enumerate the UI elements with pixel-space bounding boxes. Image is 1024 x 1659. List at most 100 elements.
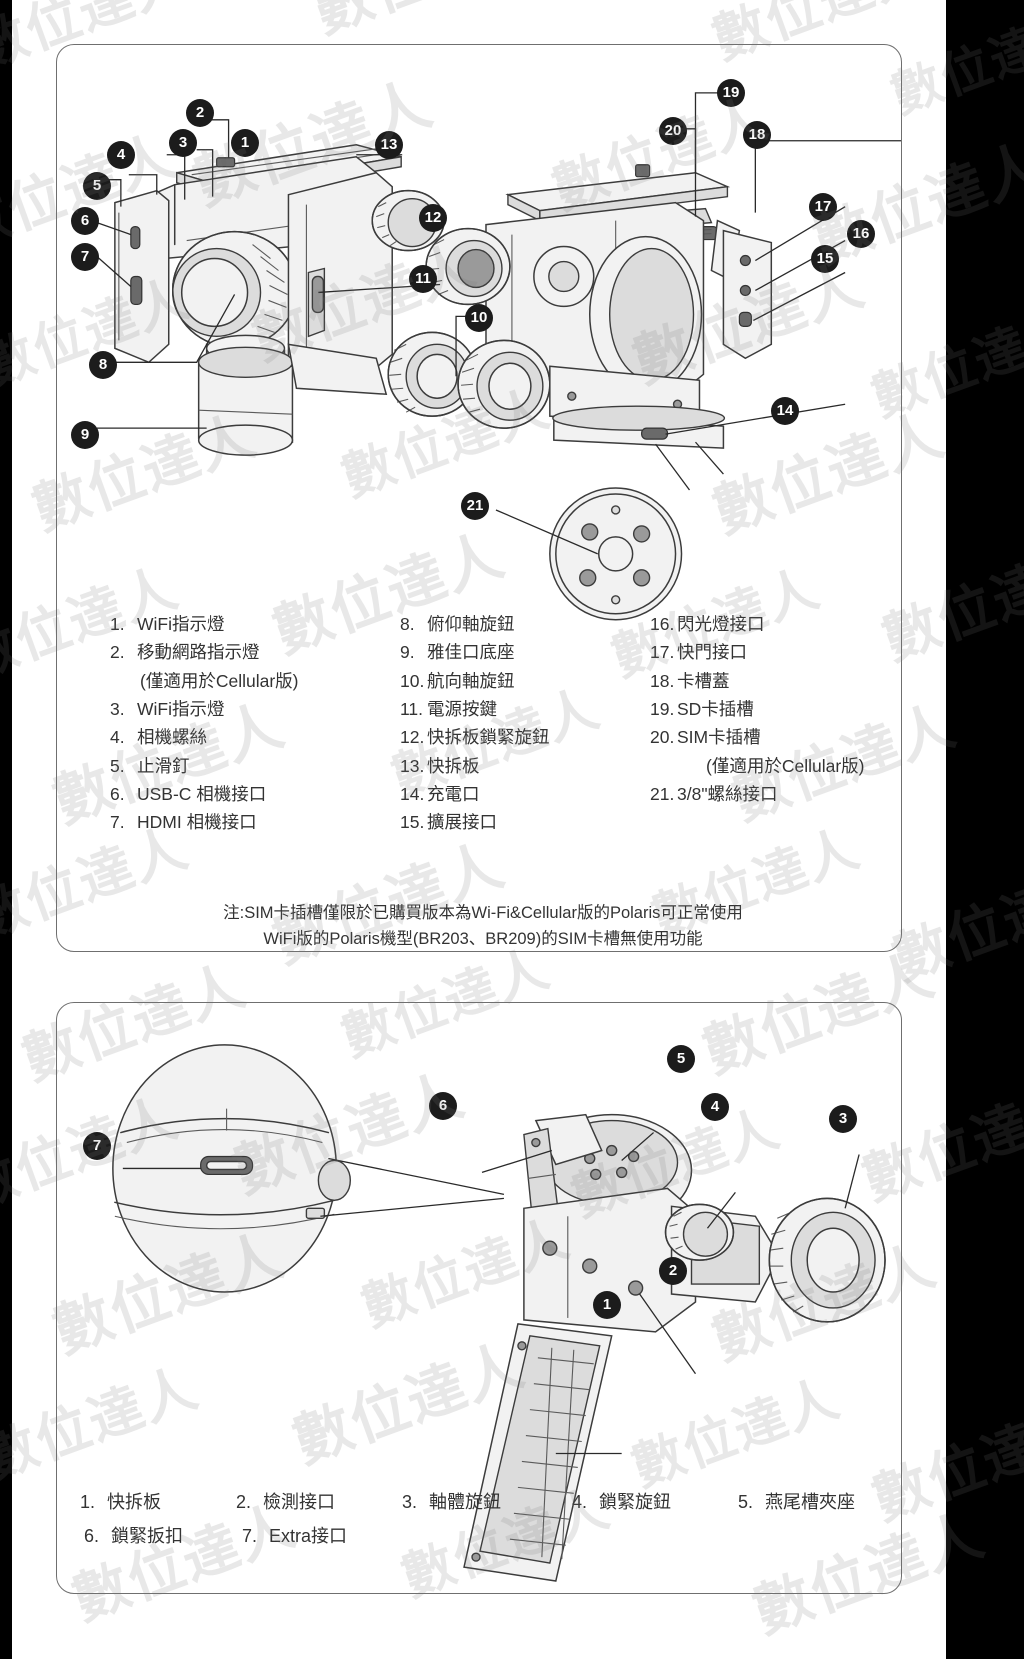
part-number: 17. — [650, 642, 675, 663]
callout-16: 16 — [848, 221, 874, 247]
part-number: 13. — [400, 755, 425, 776]
part-label: 擴展接口 — [427, 812, 497, 833]
screw-mount-detail — [549, 487, 683, 621]
part-number: 5. — [110, 755, 125, 776]
part-item: 9. 雅佳口底座 — [400, 638, 650, 666]
part-item: 2. 移動網路指示燈 — [110, 638, 400, 666]
part-item: 15. 擴展接口 — [400, 808, 650, 836]
part-item: 20. SIM卡插槽 — [650, 723, 870, 751]
part-number: 5. — [738, 1492, 754, 1512]
part-label: HDMI 相機接口 — [137, 812, 257, 833]
part-number: 7. — [110, 812, 125, 833]
part-label: 相機螺絲 — [137, 727, 207, 748]
callout-4: 4 — [108, 142, 134, 168]
part-number: 19. — [650, 699, 675, 720]
part-item: 4. 鎖緊旋鈕 — [572, 1485, 738, 1519]
callout-3: 3 — [170, 130, 196, 156]
part-item: 17. 快門接口 — [650, 638, 870, 666]
part-label: 燕尾槽夾座 — [765, 1492, 855, 1512]
sim-slot-note: 注:SIM卡插槽僅限於已購買版本為Wi-Fi&Cellular版的Polaris… — [88, 900, 878, 952]
callout-11: 11 — [410, 266, 436, 292]
part-label: Extra接口 — [269, 1526, 348, 1547]
part-item: 3.軸體旋鈕 — [402, 1485, 572, 1519]
part-label: 3/8"螺絲接口 — [677, 784, 778, 805]
part-item: 3. WiFi指示燈 — [110, 695, 400, 723]
part-label: WiFi指示燈 — [137, 699, 225, 720]
part-number: 2. — [236, 1492, 252, 1512]
part-item: 5. 燕尾槽夾座 — [738, 1485, 855, 1519]
part-label: SIM卡插槽 — [677, 727, 761, 748]
part-label: USB-C 相機接口 — [137, 784, 267, 805]
part-label: 檢測接口 — [263, 1492, 335, 1512]
part-label: 充電口 — [427, 784, 480, 805]
callout-5: 5 — [84, 173, 110, 199]
callout-19: 19 — [718, 80, 744, 106]
gimbal-left-view — [114, 144, 477, 456]
callout-14: 14 — [772, 398, 798, 424]
part-number: 6. — [110, 784, 125, 805]
parts-column-3: 16. 閃光燈接口 17. 快門接口 18. 卡槽蓋 19. SD卡插槽 20.… — [650, 610, 870, 837]
gimbal-overview-diagram — [57, 45, 901, 951]
callout-b-5: 5 — [668, 1046, 694, 1072]
part-label: SD卡插槽 — [677, 699, 754, 720]
callout-1: 1 — [232, 130, 258, 156]
callout-20: 20 — [660, 118, 686, 144]
part-number: 9. — [400, 642, 415, 663]
part-label: 航向軸旋鈕 — [427, 670, 515, 691]
part-item: 2. 檢測接口 — [236, 1485, 402, 1519]
part-number: 7. — [242, 1526, 258, 1547]
part-label: 快拆板 — [107, 1492, 161, 1512]
part-number: 1. — [110, 614, 125, 634]
part-item: 1.快拆板 — [80, 1485, 236, 1519]
callout-13: 13 — [376, 132, 402, 158]
callout-6: 6 — [72, 208, 98, 234]
part-number: 4. — [572, 1492, 588, 1512]
part-label: 快拆板鎖緊旋鈕 — [427, 727, 550, 748]
callout-b-4: 4 — [702, 1094, 728, 1120]
part-number: 14. — [400, 784, 425, 805]
part-item: 19. SD卡插槽 — [650, 695, 870, 723]
part-number: 3. — [110, 699, 125, 720]
note-line-1: 注:SIM卡插槽僅限於已購買版本為Wi-Fi&Cellular版的Polaris… — [223, 904, 743, 922]
callout-21: 21 — [462, 493, 488, 519]
part-item: 1. WiFi指示燈 — [110, 610, 400, 638]
part-item: 12. 快拆板鎖緊旋鈕 — [400, 723, 650, 751]
part-item: 8. 俯仰軸旋鈕 — [400, 610, 650, 638]
part-item: 18. 卡槽蓋 — [650, 667, 870, 695]
callout-9: 9 — [72, 422, 98, 448]
part-label: 止滑釘 — [137, 755, 190, 776]
part-label: 電源按鍵 — [427, 699, 497, 720]
callout-8: 8 — [90, 352, 116, 378]
part-item: 4. 相機螺絲 — [110, 723, 400, 751]
callout-b-1: 1 — [594, 1292, 620, 1318]
part-item: 7. HDMI 相機接口 — [110, 808, 400, 836]
quick-release-plate — [463, 1323, 613, 1582]
callout-b-7: 7 — [84, 1133, 110, 1159]
callout-b-2: 2 — [660, 1258, 686, 1284]
part-item: 11. 電源按鍵 — [400, 695, 650, 723]
part-sublabel: (僅適用於Cellular版) — [706, 755, 865, 776]
gimbal-right-view — [425, 164, 773, 491]
part-sublabel: (僅適用於Cellular版) — [140, 670, 299, 691]
part-label: 快門接口 — [677, 642, 747, 663]
part-label: 鎖緊旋鈕 — [599, 1492, 671, 1512]
part-item: 13. 快拆板 — [400, 752, 650, 780]
part-item: 14. 充電口 — [400, 780, 650, 808]
callout-12: 12 — [420, 205, 446, 231]
callout-10: 10 — [466, 305, 492, 331]
callout-b-6: 6 — [430, 1093, 456, 1119]
parts-column-1: 1. WiFi指示燈 2. 移動網路指示燈 (僅適用於Cellular版) 3.… — [110, 610, 400, 837]
part-number: 20. — [650, 727, 675, 748]
part-item: 16. 閃光燈接口 — [650, 610, 870, 638]
part-number: 8. — [400, 614, 415, 634]
part-item: 6. USB-C 相機接口 — [110, 780, 400, 808]
callout-2: 2 — [187, 100, 213, 126]
handle-quick-release-panel — [56, 1002, 902, 1594]
part-label: 移動網路指示燈 — [137, 642, 260, 663]
callout-15: 15 — [812, 246, 838, 272]
part-number: 18. — [650, 670, 675, 691]
parts-row-2: 6.鎖緊扳扣 7.Extra接口 — [80, 1519, 880, 1553]
extra-port-detail — [112, 1044, 338, 1293]
part-number: 12. — [400, 727, 425, 748]
